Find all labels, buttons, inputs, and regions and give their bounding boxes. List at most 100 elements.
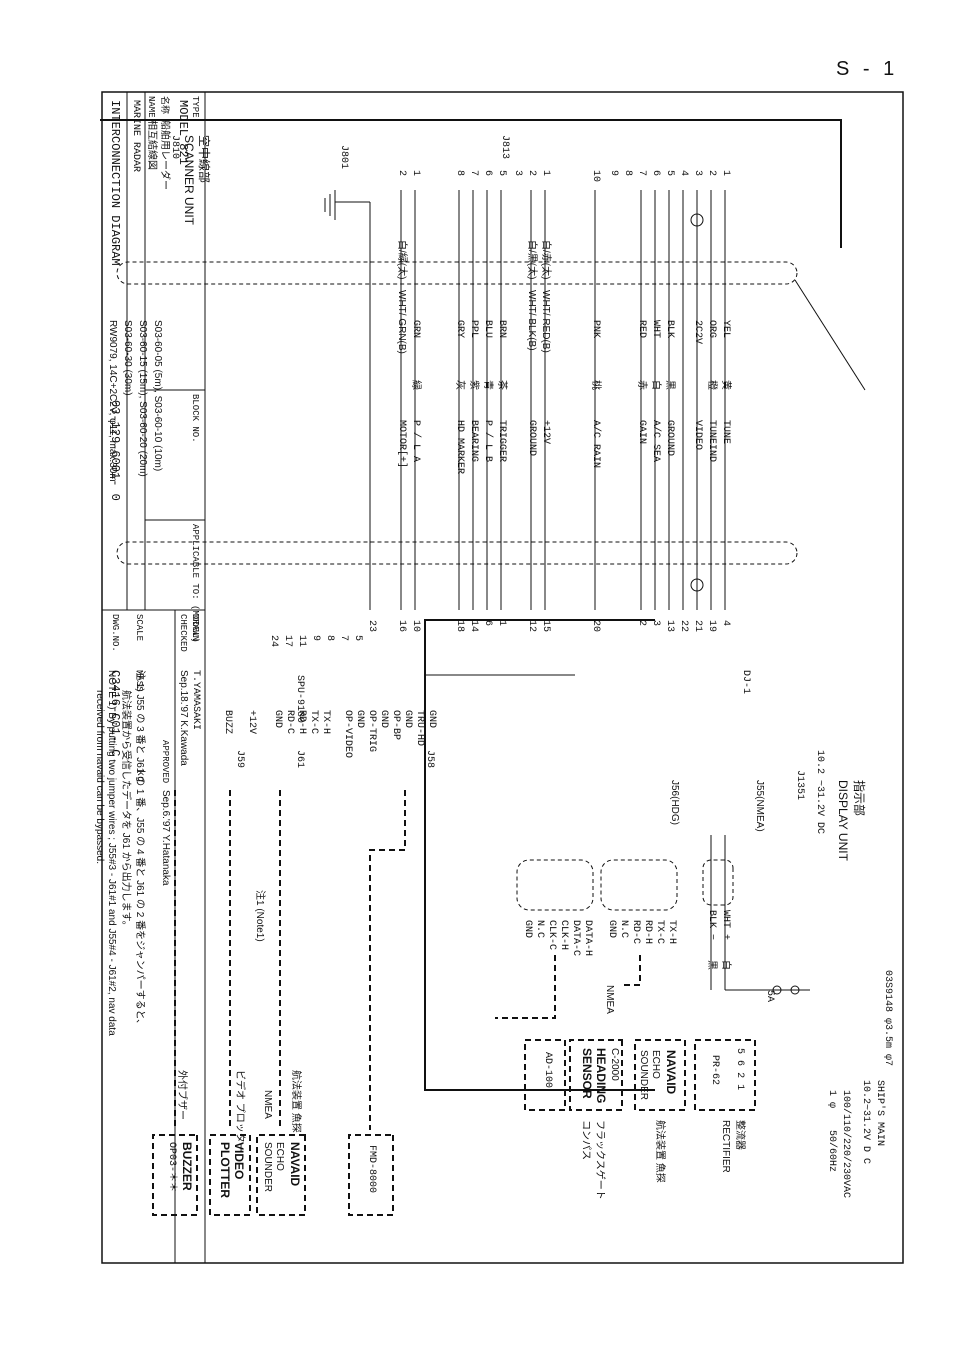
display-unit-en: DISPLAY UNIT bbox=[836, 780, 850, 861]
scanner-pin-4: 4 bbox=[678, 170, 689, 177]
j61-rdh: RD-H bbox=[296, 710, 307, 735]
note-ref: 注1 (Note1) bbox=[254, 890, 265, 942]
color-blu: BLU bbox=[482, 320, 493, 339]
dj1-pin-7: 7 bbox=[338, 635, 349, 642]
cable-spec-2: S03-60-15 (15m), S03-60-20 (20m) bbox=[137, 320, 148, 477]
rect-pin-6: 6 bbox=[734, 1060, 745, 1067]
ext-navaid-nmea: NMEA bbox=[262, 1090, 273, 1119]
cable-spec-1: S03-60-05 (5m), S03-60-10 (10m) bbox=[152, 320, 163, 472]
dj1-pin-4: 4 bbox=[720, 620, 731, 627]
power-cable: 03S9148 φ3.5m φ7 bbox=[882, 970, 893, 1067]
navaid-label: NAVAID bbox=[664, 1050, 678, 1095]
tb-mass-unit: kg bbox=[134, 770, 145, 783]
jp-color-grn: 緑 bbox=[410, 380, 421, 390]
color-wht-grn: WHT/ GRN(B) bbox=[396, 290, 407, 354]
cable-spec-3: S03-60-30 (30m) bbox=[122, 320, 133, 396]
navaid-nmea: NMEA bbox=[604, 985, 615, 1014]
rotated-drawing-sheet: 空中線部 SCANNER UNIT J810 J801 J813 S03-60-… bbox=[94, 90, 905, 1265]
dj1-pin-24: 24 bbox=[268, 635, 279, 648]
dj1-pin-10: 10 bbox=[410, 620, 421, 633]
j801-pin-6: 6 bbox=[482, 170, 493, 177]
tb-scale-label: SCALE bbox=[134, 614, 144, 642]
tb-dwg-no: C3416-C01- C bbox=[108, 670, 122, 757]
dj1-pin-13: 13 bbox=[664, 620, 675, 633]
signal-hd-marker: HD MARKER bbox=[454, 420, 465, 475]
color-red: RED bbox=[636, 320, 647, 339]
tb-approved: Sep.6.'97 Y.Hatanaka bbox=[160, 790, 171, 886]
tb-mass-label: MASS bbox=[134, 670, 144, 692]
ext-navaid-jp: 航法装置 魚探 bbox=[290, 1070, 301, 1133]
scanner-pin-5: 5 bbox=[664, 170, 675, 177]
jp-color-wht-blk: 白/黒(太) bbox=[526, 240, 537, 280]
tb-drawn: T.YAMASAKI bbox=[190, 670, 201, 731]
j61-txh: TX-H bbox=[320, 710, 331, 735]
jp-color-gry: 灰 bbox=[454, 380, 465, 390]
scanner-pin-6: 6 bbox=[650, 170, 661, 177]
sheet-frame bbox=[101, 91, 904, 1264]
wire-wht: WHT + bbox=[720, 910, 731, 941]
dj1-pin-23: 23 bbox=[366, 620, 377, 633]
ac-voltage: 100/110/220/230VAC bbox=[840, 1090, 851, 1199]
navaid-echo: ECHO bbox=[650, 1050, 661, 1079]
j56-datah: DATA-H bbox=[582, 920, 593, 957]
dj1-pin-16: 16 bbox=[396, 620, 407, 633]
dj1-pin-12: 12 bbox=[526, 620, 537, 633]
dj1-pin-1: 1 bbox=[496, 620, 507, 627]
j59-12v: +12V bbox=[246, 710, 257, 735]
jp-color-wht-red: 白/赤(太) bbox=[540, 240, 551, 280]
connector-j813: J813 bbox=[499, 135, 510, 160]
dj1-pin-8: 8 bbox=[324, 635, 335, 642]
ext-buzzer-jp: 外付ブザー bbox=[176, 1070, 187, 1120]
note-jp-1: 注 1) J55 の 3 番と J61 の 1 番、J55 の 4 番と J61… bbox=[134, 670, 145, 1030]
dj1-pin-2: 2 bbox=[636, 620, 647, 627]
power-shield bbox=[702, 859, 734, 906]
wire-blk-jp: 黒 bbox=[706, 960, 717, 970]
heading-jp-2: コンパス bbox=[580, 1120, 591, 1160]
color-wht-red: WHT/ RED(B) bbox=[540, 290, 551, 353]
wire-blk: BLK − bbox=[706, 910, 717, 941]
tb-model: MODEL 821 bbox=[176, 100, 190, 165]
j813-pin-2: 2 bbox=[396, 170, 407, 177]
j55-txc: TX-C bbox=[654, 920, 665, 945]
rect-pin-1: 1 bbox=[734, 1084, 745, 1091]
connector-j801: J801 bbox=[338, 145, 349, 170]
navaid-jp: 航法装置 魚探 bbox=[654, 1120, 665, 1183]
ext-navaid-sounder: SOUNDER bbox=[262, 1142, 273, 1193]
scanner-pin-3: 3 bbox=[692, 170, 703, 177]
ext-navaid-echo: ECHO bbox=[274, 1142, 285, 1171]
jp-color-yel: 黄 bbox=[720, 380, 731, 390]
signal-bearing: BEARING bbox=[468, 420, 479, 463]
note-en-2: received from navaid can be bypassed. bbox=[94, 690, 105, 864]
scanner-pin-1: 1 bbox=[720, 170, 731, 177]
signal-plb: P / L B bbox=[482, 420, 493, 463]
jp-color-blu: 青 bbox=[482, 380, 493, 390]
signal-wires bbox=[324, 190, 726, 610]
fmd-8000: FMD-8000 bbox=[366, 1145, 377, 1194]
rect-pin-2: 2 bbox=[734, 1072, 745, 1079]
heading-label-2: SENSOR bbox=[580, 1048, 594, 1099]
scanner-pin-10: 10 bbox=[590, 170, 601, 183]
jp-color-wht: 白 bbox=[650, 380, 661, 390]
scanner-pin-2: 2 bbox=[706, 170, 717, 177]
tb-dwg-label: DWG.NO. bbox=[110, 614, 120, 652]
ext-buzzer: BUZZER bbox=[180, 1142, 194, 1191]
j58-opvideo: OP-VIDEO bbox=[342, 710, 353, 759]
j58-gnd-1: GND bbox=[426, 710, 437, 729]
power-wires bbox=[710, 835, 810, 995]
tb-title-jp: 相互結線図 bbox=[146, 120, 157, 170]
j55-txh: TX-H bbox=[666, 920, 677, 945]
j801-pin-3: 3 bbox=[512, 170, 523, 177]
j58-gnd-2: GND bbox=[402, 710, 413, 729]
j61-rdc: RD-C bbox=[284, 710, 295, 735]
j55-rdh: RD-H bbox=[642, 920, 653, 945]
j801-pin-2: 2 bbox=[526, 170, 537, 177]
j801-pin-5: 5 bbox=[496, 170, 507, 177]
color-brn: BRN bbox=[496, 320, 507, 339]
color-wht-blk: WHT/ BLK(B) bbox=[526, 290, 537, 351]
cable-shield-display-end bbox=[116, 541, 798, 565]
wire-wht-jp: 白 bbox=[720, 960, 731, 970]
display-voltage: 10.2 ~31.2V DC bbox=[814, 750, 825, 835]
navaid-sounder: SOUNDER bbox=[638, 1050, 649, 1101]
j58-gnd-4: GND bbox=[354, 710, 365, 729]
tb-checked: Sep.18.'97 K.Kawada bbox=[178, 670, 189, 766]
